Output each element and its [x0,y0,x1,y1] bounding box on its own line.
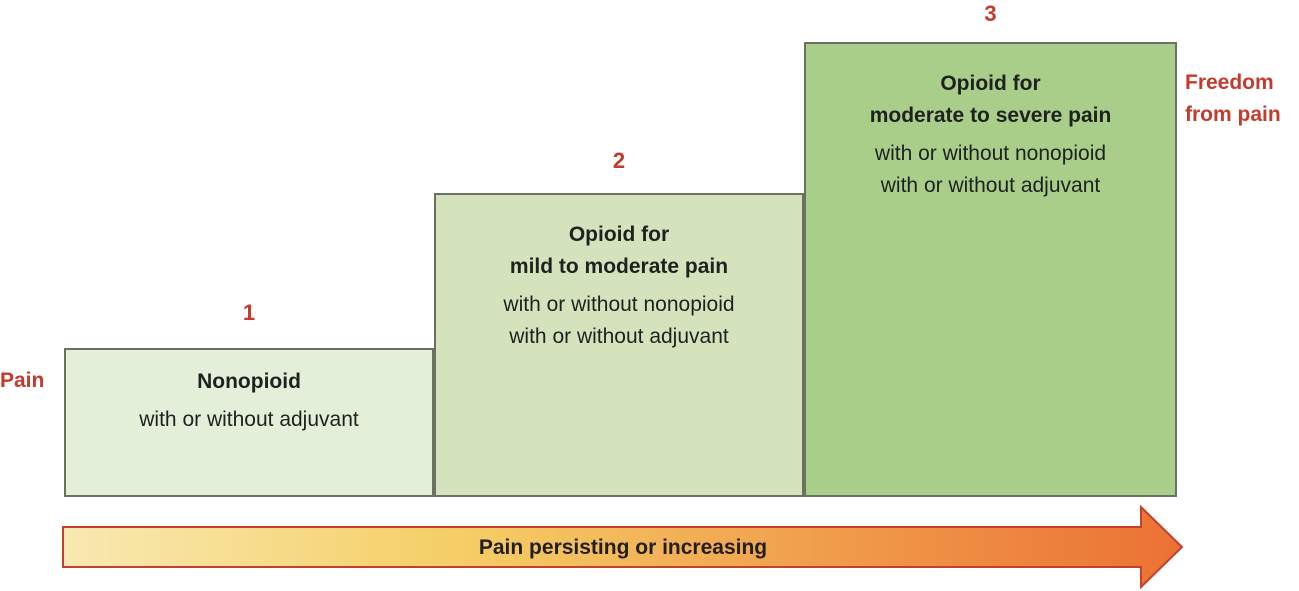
step-3-body: with or without nonopioid with or withou… [874,142,1107,197]
step-2-number: 2 [612,148,626,173]
pain-start-label: Pain [0,369,45,392]
pain-progression-arrow [62,505,1184,589]
freedom-from-pain-line1: Freedom [1185,71,1274,94]
step-2-box: Opioid for mild to moderate pain with or… [434,193,804,497]
step-1-number: 1 [242,300,256,325]
step-3-number: 3 [984,1,997,26]
arrow-label: Pain persisting or increasing [478,536,768,559]
step-2-body: with or without nonopioid with or withou… [503,293,735,348]
step-2-heading: Opioid for mild to moderate pain [509,223,729,278]
step-1-heading: Nonopioid [197,370,301,393]
freedom-from-pain-label: Freedom from pain [1185,67,1281,131]
step-3-box: Opioid for moderate to severe pain with … [804,42,1177,497]
step-3-heading: Opioid for moderate to severe pain [869,72,1112,127]
freedom-from-pain-line2: from pain [1185,103,1281,126]
step-1-body: with or without adjuvant [139,408,359,431]
arrow-shape [62,505,1184,589]
step-1-box: Nonopioid with or without adjuvant [64,348,434,497]
